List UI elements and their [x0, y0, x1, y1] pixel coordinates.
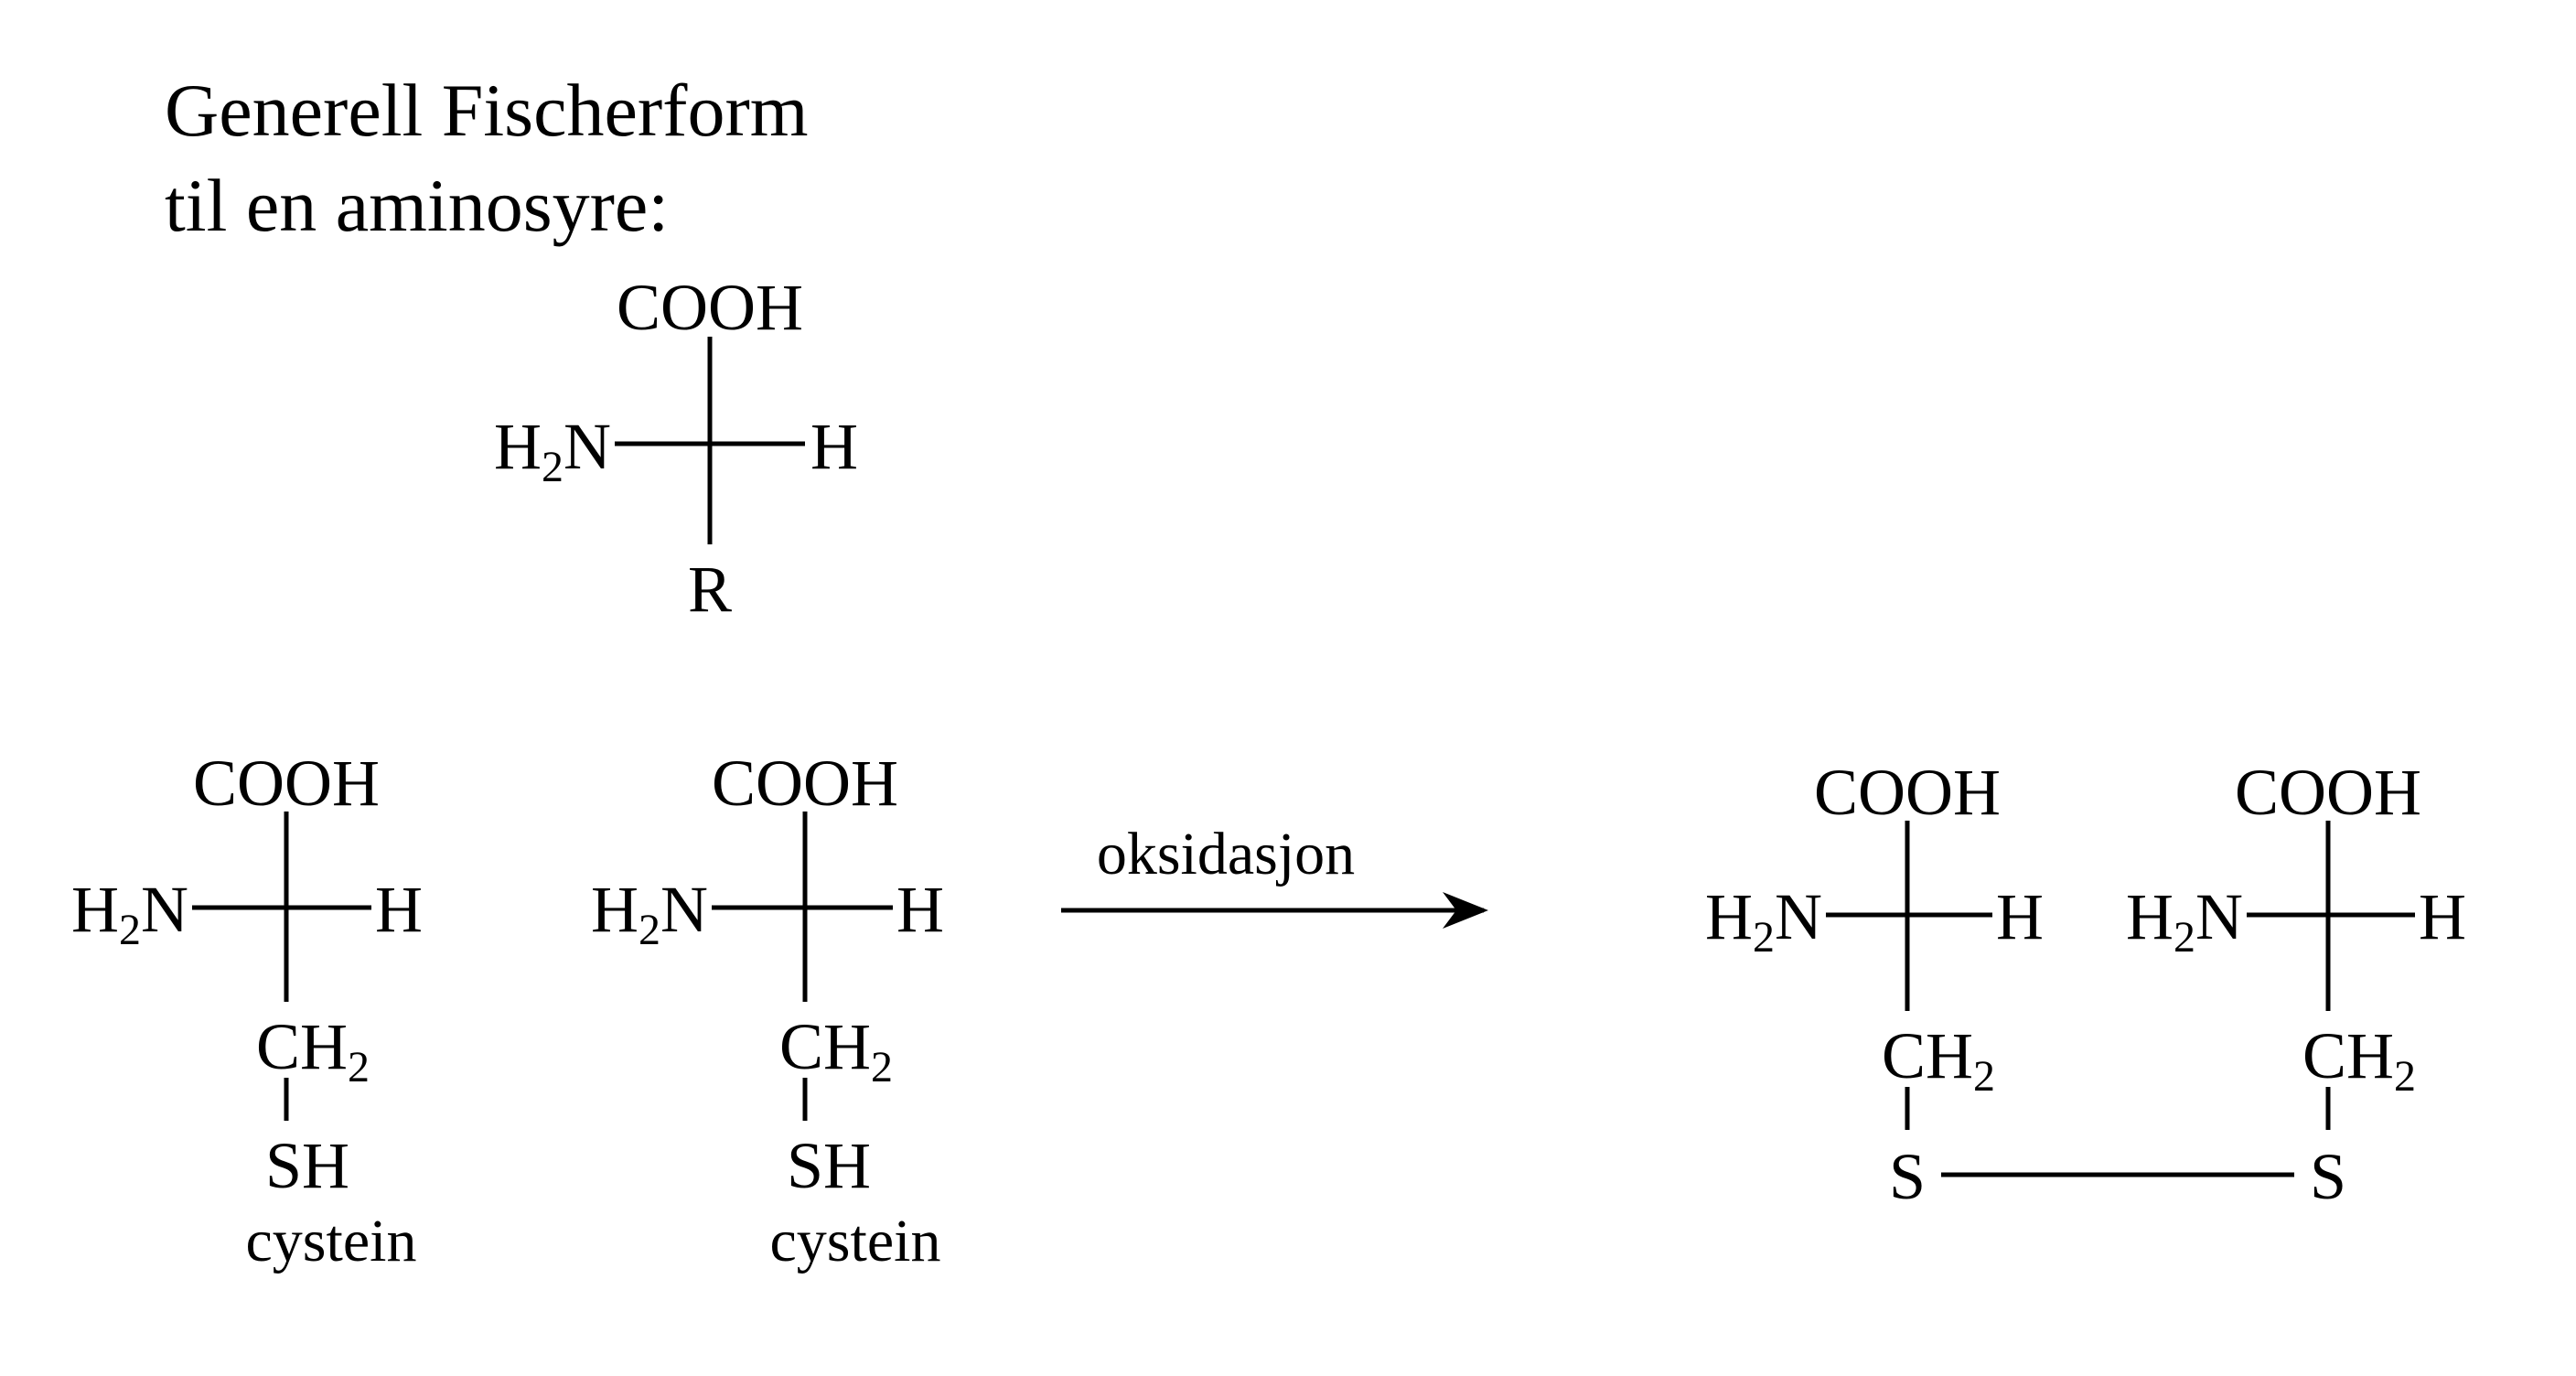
- methylene-group: CH2: [2302, 1019, 2416, 1101]
- hydrogen-atom: H: [810, 410, 858, 483]
- product-left-unit: COOH H2N H CH2 S: [1705, 756, 2044, 1213]
- cystine-product: COOH H2N H CH2 S COOH H2N H CH2 S: [1705, 756, 2466, 1213]
- amino-group: H2N: [2126, 880, 2243, 962]
- sulfur-atom: S: [2310, 1140, 2346, 1213]
- amino-group: H2N: [494, 410, 611, 491]
- cysteine-molecule-1: COOH H2N H CH2 SH cystein: [71, 747, 423, 1274]
- molecule-name: cystein: [246, 1208, 417, 1274]
- cysteine-molecule-2: COOH H2N H CH2 SH cystein: [591, 747, 944, 1274]
- carboxyl-group: COOH: [617, 271, 803, 344]
- hydrogen-atom: H: [375, 873, 423, 946]
- amino-group: H2N: [1705, 880, 1822, 962]
- hydrogen-atom: H: [896, 873, 944, 946]
- hydrogen-atom: H: [2419, 880, 2466, 953]
- general-amino-acid-fischer: COOH H2N H R: [494, 271, 858, 626]
- methylene-group: CH2: [779, 1010, 893, 1091]
- carboxyl-group: COOH: [2235, 756, 2421, 829]
- amino-group: H2N: [71, 873, 188, 954]
- sulfur-atom: S: [1889, 1140, 1926, 1213]
- product-right-unit: COOH H2N H CH2 S: [2126, 756, 2466, 1213]
- thiol-group: SH: [787, 1129, 871, 1202]
- reaction-label: oksidasjon: [1097, 821, 1355, 887]
- methylene-group: CH2: [256, 1010, 370, 1091]
- thiol-group: SH: [265, 1129, 349, 1202]
- heading-line-2: til en aminosyre:: [165, 164, 669, 247]
- carboxyl-group: COOH: [712, 747, 898, 820]
- hydrogen-atom: H: [1996, 880, 2044, 953]
- methylene-group: CH2: [1882, 1019, 1995, 1101]
- side-chain-r: R: [688, 553, 732, 626]
- molecule-name: cystein: [770, 1208, 941, 1274]
- heading-line-1: Generell Fischerform: [165, 69, 809, 152]
- carboxyl-group: COOH: [1814, 756, 2001, 829]
- amino-group: H2N: [591, 873, 708, 954]
- reaction-arrow: oksidasjon: [1061, 821, 1488, 929]
- carboxyl-group: COOH: [193, 747, 380, 820]
